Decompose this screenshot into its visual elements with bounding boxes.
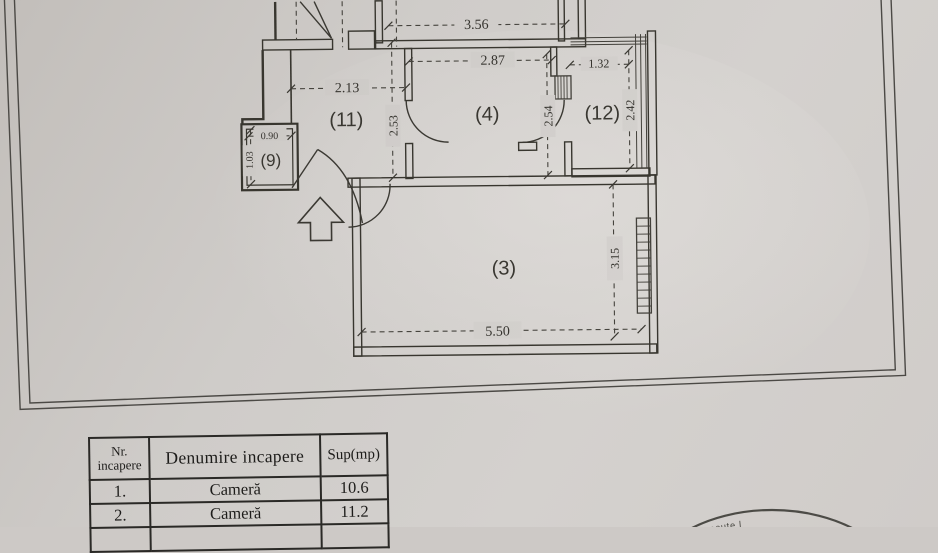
room-labels: (11) (4) (12) (9) (3) <box>260 102 620 279</box>
dim-label-room9-width: 0.90 <box>261 131 279 142</box>
dim-label-room4-height: 2.54 <box>541 105 555 126</box>
dim-label-room9-height: 1.03 <box>245 151 256 169</box>
radiator-hatch <box>554 75 572 100</box>
table-header-row: Nr. incapere Denumire incapere Sup(mp) <box>89 433 388 480</box>
header-nr-line2: incapere <box>97 457 142 473</box>
cell-sup: 10.6 <box>320 475 389 501</box>
door-swings <box>291 1 565 228</box>
floor-plan-photo: 3.56 2.87 1.32 2.13 2.53 2.54 2.42 0.90 … <box>0 0 938 527</box>
table-header-nr: Nr. incapere <box>89 437 150 480</box>
dim-label-room3-height: 3.15 <box>608 248 622 269</box>
room-label-3: (3) <box>492 257 517 279</box>
area-table: Nr. incapere Denumire incapere Sup(mp) 1… <box>88 432 390 553</box>
room-label-11: (11) <box>329 109 363 131</box>
dim-label-room12-height: 2.42 <box>623 100 637 121</box>
dim-label-room12-width: 1.32 <box>588 56 609 70</box>
dim-label-top-width: 3.56 <box>464 18 489 33</box>
cell-nr: 1. <box>89 479 151 504</box>
photo-light-sheen <box>210 30 870 430</box>
opening-dashes <box>295 0 398 48</box>
dim-label-room4-width: 2.87 <box>480 54 505 69</box>
cell-name: Cameră <box>150 500 322 528</box>
border-frame <box>1 0 907 411</box>
door-arc-room4 <box>405 100 449 143</box>
cell-sup: 11.2 <box>320 499 389 525</box>
north-arrow-icon <box>296 196 346 242</box>
floor-plan: 3.56 2.87 1.32 2.13 2.53 2.54 2.42 0.90 … <box>240 0 659 357</box>
dim-label-room11-width: 2.13 <box>335 81 360 96</box>
dim-label-room11-height: 2.53 <box>386 115 400 136</box>
room-label-9: (9) <box>260 151 281 170</box>
room-label-12: (12) <box>584 102 620 124</box>
table-row-cutoff <box>90 523 389 552</box>
dim-label-room3-width: 5.50 <box>485 324 510 339</box>
door-arc-room3 <box>348 183 391 228</box>
dimension-ticks <box>244 19 646 341</box>
table-header-denumire: Denumire incapere <box>149 434 321 480</box>
dimension-labels: 3.56 2.87 1.32 2.13 2.53 2.54 2.42 0.90 … <box>242 15 638 340</box>
cell-nr: 2. <box>90 503 151 528</box>
cell-name: Cameră <box>149 476 321 504</box>
room-label-4: (4) <box>475 104 500 126</box>
door-arc-closet <box>299 1 333 39</box>
door-arc-entry <box>291 148 364 224</box>
table-header-sup: Sup(mp) <box>319 433 388 477</box>
